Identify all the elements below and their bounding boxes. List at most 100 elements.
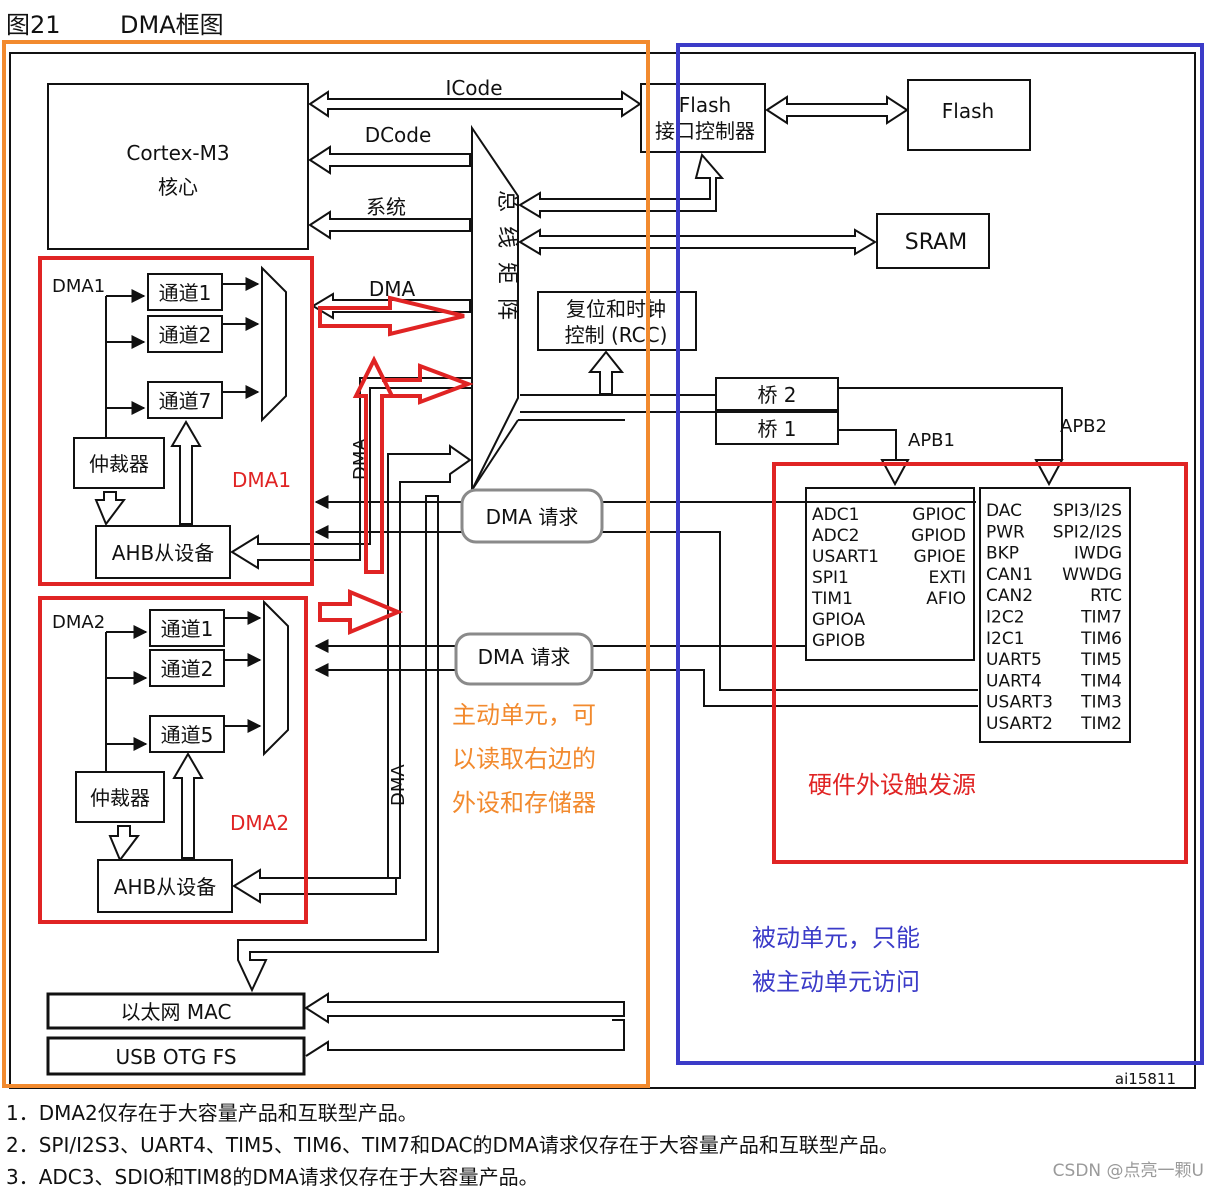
apb2-right-list: SPI3/I2SSPI2/I2SIWDGWWDGRTCTIM7TIM6TIM5T… (1053, 501, 1122, 734)
rcc-line2: 控制 (RCC) (565, 323, 668, 347)
rcc-arrow (587, 350, 625, 395)
dma1-ahb-slave-label: AHB从设备 (112, 541, 214, 565)
peripheral-label: TIM6 (1080, 629, 1122, 649)
peripheral-label: TIM7 (1080, 608, 1122, 628)
peripheral-label: USART1 (812, 547, 879, 567)
dma2-channel5-label: 通道5 (161, 723, 214, 747)
dma1-channel7 (147, 381, 223, 419)
peripheral-label: WWDG (1062, 565, 1122, 585)
passive-note-line2: 被主动单元访问 (752, 968, 920, 996)
dma2-arbiter (75, 771, 165, 823)
dma1-arbiter-label: 仲裁器 (89, 452, 149, 476)
apb2-label: APB2 (1060, 416, 1107, 437)
peripheral-label: TIM3 (1080, 693, 1122, 713)
peripheral-label: I2C1 (986, 629, 1025, 649)
active-note-line3: 外设和存储器 (452, 789, 596, 817)
sram-arrow (518, 228, 877, 256)
dma-vertical-label-2: DMA (388, 764, 409, 806)
rcc-line1: 复位和时钟 (566, 297, 666, 321)
dma2-channel1-label: 通道1 (161, 617, 214, 641)
peripheral-label: ADC1 (812, 505, 859, 525)
dma1-label: DMA1 (52, 276, 105, 297)
apb2-line (838, 387, 1063, 460)
dma2-label: DMA2 (52, 612, 105, 633)
peripheral-label: CAN1 (986, 565, 1033, 585)
peripheral-label: UART5 (986, 650, 1042, 670)
peripheral-label: USART3 (986, 693, 1053, 713)
dma2-ahb-slave (97, 859, 233, 913)
peripheral-label: GPIOB (812, 631, 865, 651)
peripheral-label: AFIO (926, 589, 966, 609)
dma1-channel1-label: 通道1 (159, 281, 212, 305)
dma-request-badge-1 (460, 488, 604, 544)
watermark: CSDN @点亮一颗U (1053, 1161, 1204, 1181)
dma2-channel2-label: 通道2 (161, 657, 214, 681)
dma1-arbiter-up (94, 491, 126, 526)
rcc-block (537, 291, 697, 351)
dma2-vertical-bus (387, 444, 472, 879)
dma1-region (38, 256, 314, 586)
matrix-slope (471, 419, 519, 491)
apb1-label: APB1 (908, 430, 955, 451)
trigger-source-region (772, 462, 1188, 864)
eth-usb-bus (237, 495, 439, 993)
dma2-ahb-arrow (232, 868, 397, 904)
peripheral-label: TIM4 (1080, 671, 1122, 691)
figure-title: DMA框图 (120, 11, 224, 39)
ethernet-label: 以太网 MAC (121, 1000, 232, 1024)
peripheral-label: USART2 (986, 714, 1053, 734)
dma2-mux (263, 599, 289, 757)
peripheral-label: TIM5 (1080, 650, 1122, 670)
dma1-channel2-label: 通道2 (159, 323, 212, 347)
red-flow-arrows (318, 295, 474, 635)
cortex-m3-block (47, 83, 309, 250)
dma1-channel2 (147, 315, 223, 353)
peripheral-label: GPIOC (912, 505, 966, 525)
cortex-line2: 核心 (158, 175, 198, 199)
apb1-line (838, 429, 897, 460)
ethernet-block (46, 992, 306, 1030)
note-1: 1．DMA2仅存在于大容量产品和互联型产品。 (6, 1101, 418, 1125)
peripheral-label: GPIOD (911, 526, 966, 546)
red-arrow-dma2 (318, 589, 404, 635)
apb2-peripheral-block (979, 487, 1131, 743)
active-note-line1: 主动单元，可 (452, 701, 596, 729)
bus-matrix-shape (471, 124, 519, 491)
dma1-mux (261, 265, 287, 423)
note-2: 2．SPI/I2S3、UART4、TIM5、TIM6、TIM7和DAC的DMA请… (6, 1133, 899, 1157)
active-unit-region (2, 40, 650, 1088)
dma1-ahb-slave (95, 525, 231, 579)
peripheral-label: RTC (1090, 586, 1122, 606)
peripheral-label: BKP (986, 544, 1019, 564)
usb-arrow (305, 1019, 625, 1057)
peripheral-label: UART4 (986, 671, 1042, 691)
bridge1-label: 桥 1 (757, 417, 796, 441)
ethernet-arrow (304, 992, 625, 1024)
trigger-note: 硬件外设触发源 (808, 771, 976, 799)
peripheral-label: TIM1 (811, 589, 853, 609)
icode-label: ICode (445, 76, 502, 100)
system-arrow (308, 210, 471, 240)
dma2-ahb-slave-label: AHB从设备 (114, 875, 216, 899)
dma1-red-tag: DMA1 (232, 468, 291, 492)
peripheral-label: SPI2/I2S (1053, 522, 1122, 542)
peripheral-label: PWR (986, 522, 1025, 542)
dma1-ahb-arrow (230, 534, 361, 570)
peripheral-label: EXTI (929, 568, 967, 588)
dcode-arrow (308, 145, 471, 175)
dma1-vertical-bus (359, 377, 473, 545)
dma2-channel1 (149, 609, 225, 647)
peripheral-label: DAC (986, 501, 1022, 521)
dma-request-badge-2 (454, 632, 594, 686)
dma2-channel-up (172, 752, 204, 859)
bridge2-block (715, 377, 839, 411)
red-arrow-dma1 (318, 295, 465, 337)
flash-label: Flash (942, 99, 994, 123)
usb-label: USB OTG FS (115, 1045, 236, 1069)
usb-block (46, 1036, 306, 1076)
dma2-arbiter-label: 仲裁器 (90, 786, 150, 810)
peripheral-label: CAN2 (986, 586, 1033, 606)
